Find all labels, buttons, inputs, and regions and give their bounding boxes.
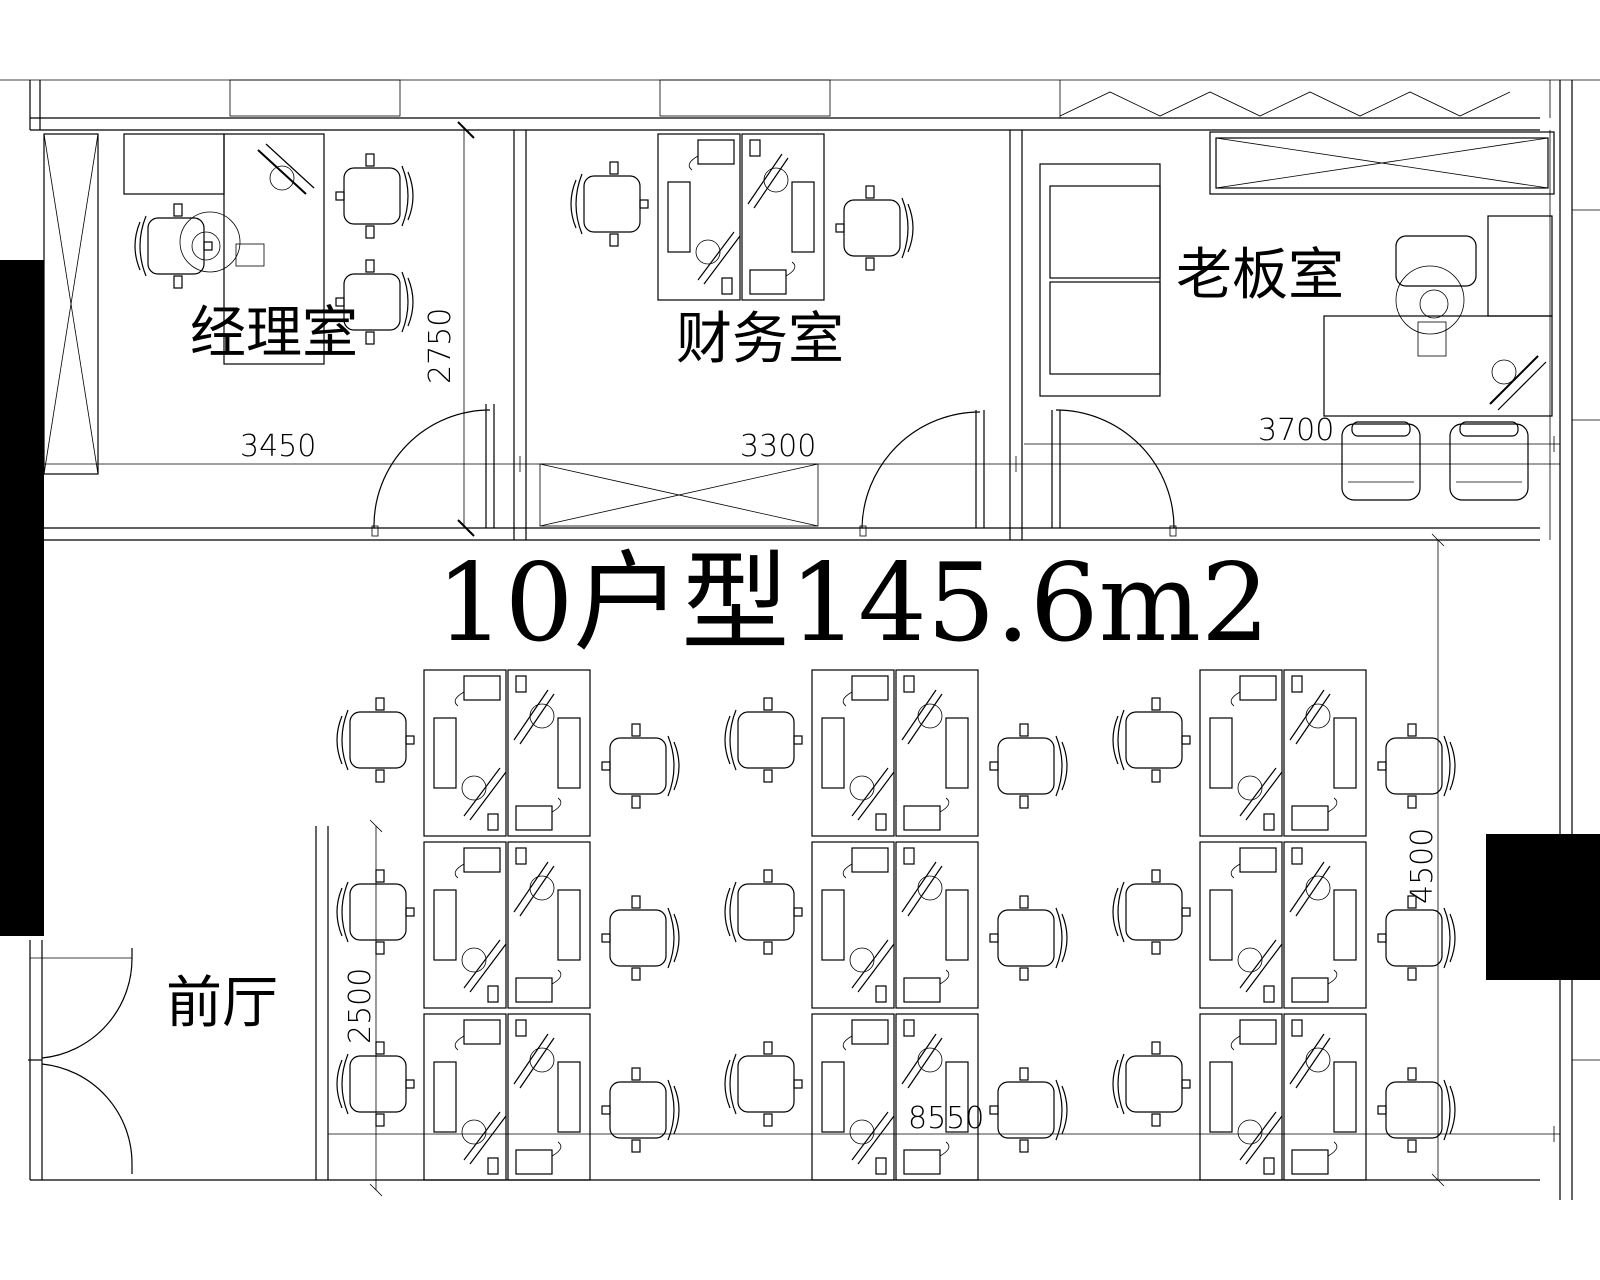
- dimension-3450: 3450: [240, 429, 316, 464]
- plan-title: 10户型145.6m2: [436, 541, 1270, 666]
- manager-office-furniture: [123, 133, 414, 365]
- room-label-boss: 老板室: [1176, 243, 1344, 308]
- workstation-block-3: [1112, 669, 1456, 1181]
- wardrobe: [43, 133, 99, 475]
- dimension-3300: 3300: [740, 429, 816, 464]
- dimension-8550: 8550: [908, 1101, 984, 1136]
- dimension-3700: 3700: [1258, 413, 1334, 448]
- room-label-lobby: 前厅: [166, 971, 278, 1036]
- dimension-2750: 2750: [423, 308, 458, 384]
- doors: [28, 404, 1177, 1174]
- walls: [0, 79, 1600, 1200]
- boss-office-furniture: [1039, 131, 1555, 501]
- room-label-finance: 财务室: [676, 307, 844, 372]
- room-label-manager: 经理室: [190, 301, 358, 366]
- dimension-2500: 2500: [343, 968, 378, 1044]
- dimension-lines: [44, 121, 1560, 1197]
- dimension-4500: 4500: [1405, 828, 1440, 904]
- workstation-block-2: [724, 669, 1068, 1181]
- workstation-block-1: [336, 669, 680, 1181]
